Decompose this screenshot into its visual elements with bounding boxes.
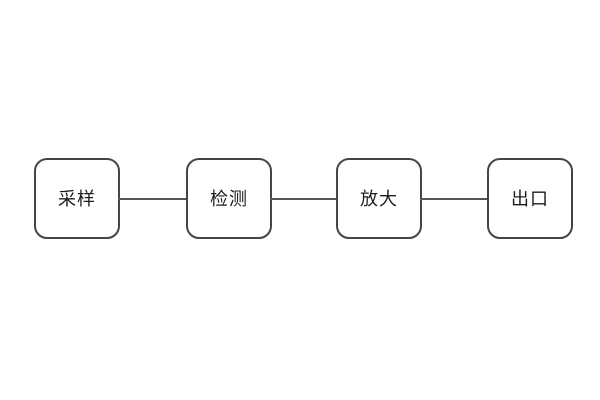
connector-line-2 bbox=[270, 198, 338, 200]
flow-node-label: 检测 bbox=[210, 188, 248, 209]
flow-node-label: 出口 bbox=[511, 188, 549, 209]
flow-node-sampling: 采样 bbox=[34, 158, 120, 239]
connector-line-1 bbox=[118, 198, 188, 200]
flow-node-label: 放大 bbox=[360, 188, 398, 209]
connector-line-3 bbox=[420, 198, 489, 200]
flow-node-outlet: 出口 bbox=[487, 158, 573, 239]
flow-node-detection: 检测 bbox=[186, 158, 272, 239]
flow-node-label: 采样 bbox=[58, 188, 96, 209]
flow-node-amplify: 放大 bbox=[336, 158, 422, 239]
